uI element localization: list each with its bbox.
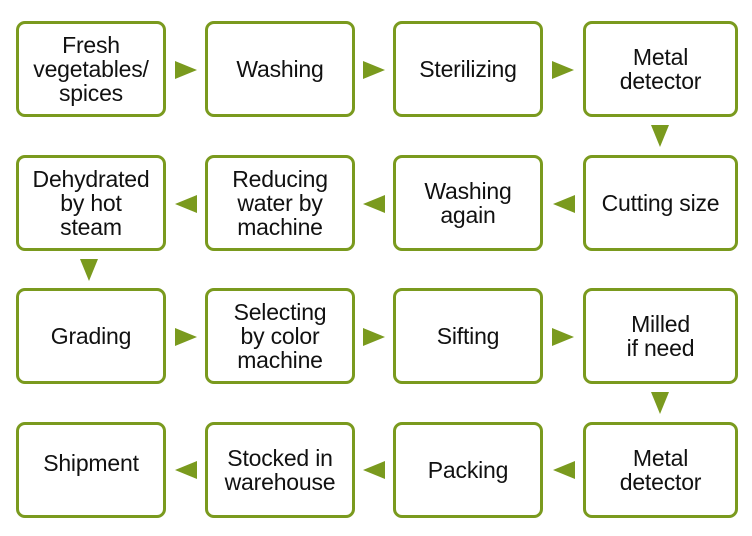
arrow-left-icon (175, 195, 197, 213)
arrow-left-icon (553, 195, 575, 213)
step-dehydrated: Dehydrated by hot steam (16, 155, 166, 251)
arrow-right-icon (363, 61, 385, 79)
arrow-left-icon (553, 461, 575, 479)
arrow-right-icon (175, 328, 197, 346)
step-reducing-water: Reducing water by machine (205, 155, 355, 251)
arrow-left-icon (363, 461, 385, 479)
arrow-down-icon (651, 392, 669, 414)
step-grading: Grading (16, 288, 166, 384)
step-stocked-in-warehouse: Stocked in warehouse (205, 422, 355, 518)
arrow-right-icon (552, 61, 574, 79)
arrow-right-icon (175, 61, 197, 79)
arrow-right-icon (363, 328, 385, 346)
step-washing-again: Washing again (393, 155, 543, 251)
step-sifting: Sifting (393, 288, 543, 384)
arrow-left-icon (363, 195, 385, 213)
step-shipment: Shipment (16, 422, 166, 518)
step-selecting-by-color: Selecting by color machine (205, 288, 355, 384)
step-washing: Washing (205, 21, 355, 117)
step-packing: Packing (393, 422, 543, 518)
step-cutting-size: Cutting size (583, 155, 738, 251)
step-metal-detector-1: Metal detector (583, 21, 738, 117)
step-milled-if-need: Milled if need (583, 288, 738, 384)
step-sterilizing: Sterilizing (393, 21, 543, 117)
step-metal-detector-2: Metal detector (583, 422, 738, 518)
arrow-down-icon (80, 259, 98, 281)
arrow-right-icon (552, 328, 574, 346)
arrow-down-icon (651, 125, 669, 147)
arrow-left-icon (175, 461, 197, 479)
step-fresh-vegetables-spices: Fresh vegetables/ spices (16, 21, 166, 117)
